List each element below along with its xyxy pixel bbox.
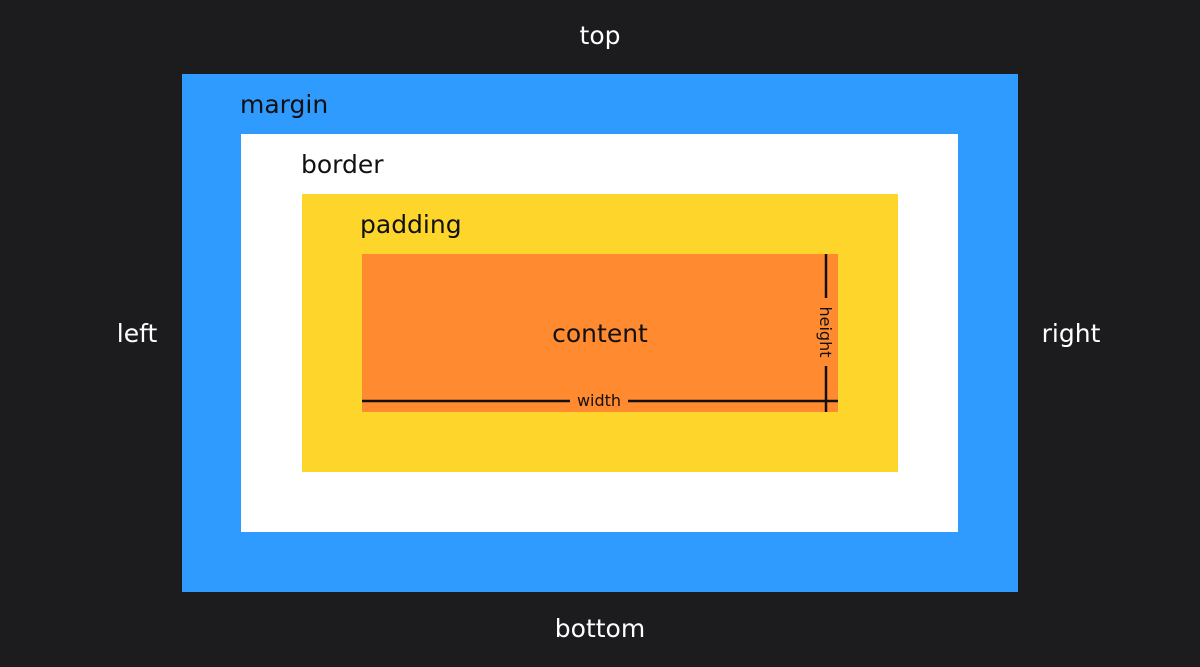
- margin-label: margin: [240, 90, 329, 119]
- padding-label: padding: [360, 210, 462, 239]
- side-label-top: top: [579, 21, 621, 50]
- border-label: border: [301, 150, 384, 179]
- side-label-right: right: [1041, 319, 1101, 348]
- side-label-bottom: bottom: [554, 614, 646, 643]
- content-box: [362, 254, 838, 412]
- content-label: content: [552, 319, 648, 348]
- side-label-left: left: [116, 319, 158, 348]
